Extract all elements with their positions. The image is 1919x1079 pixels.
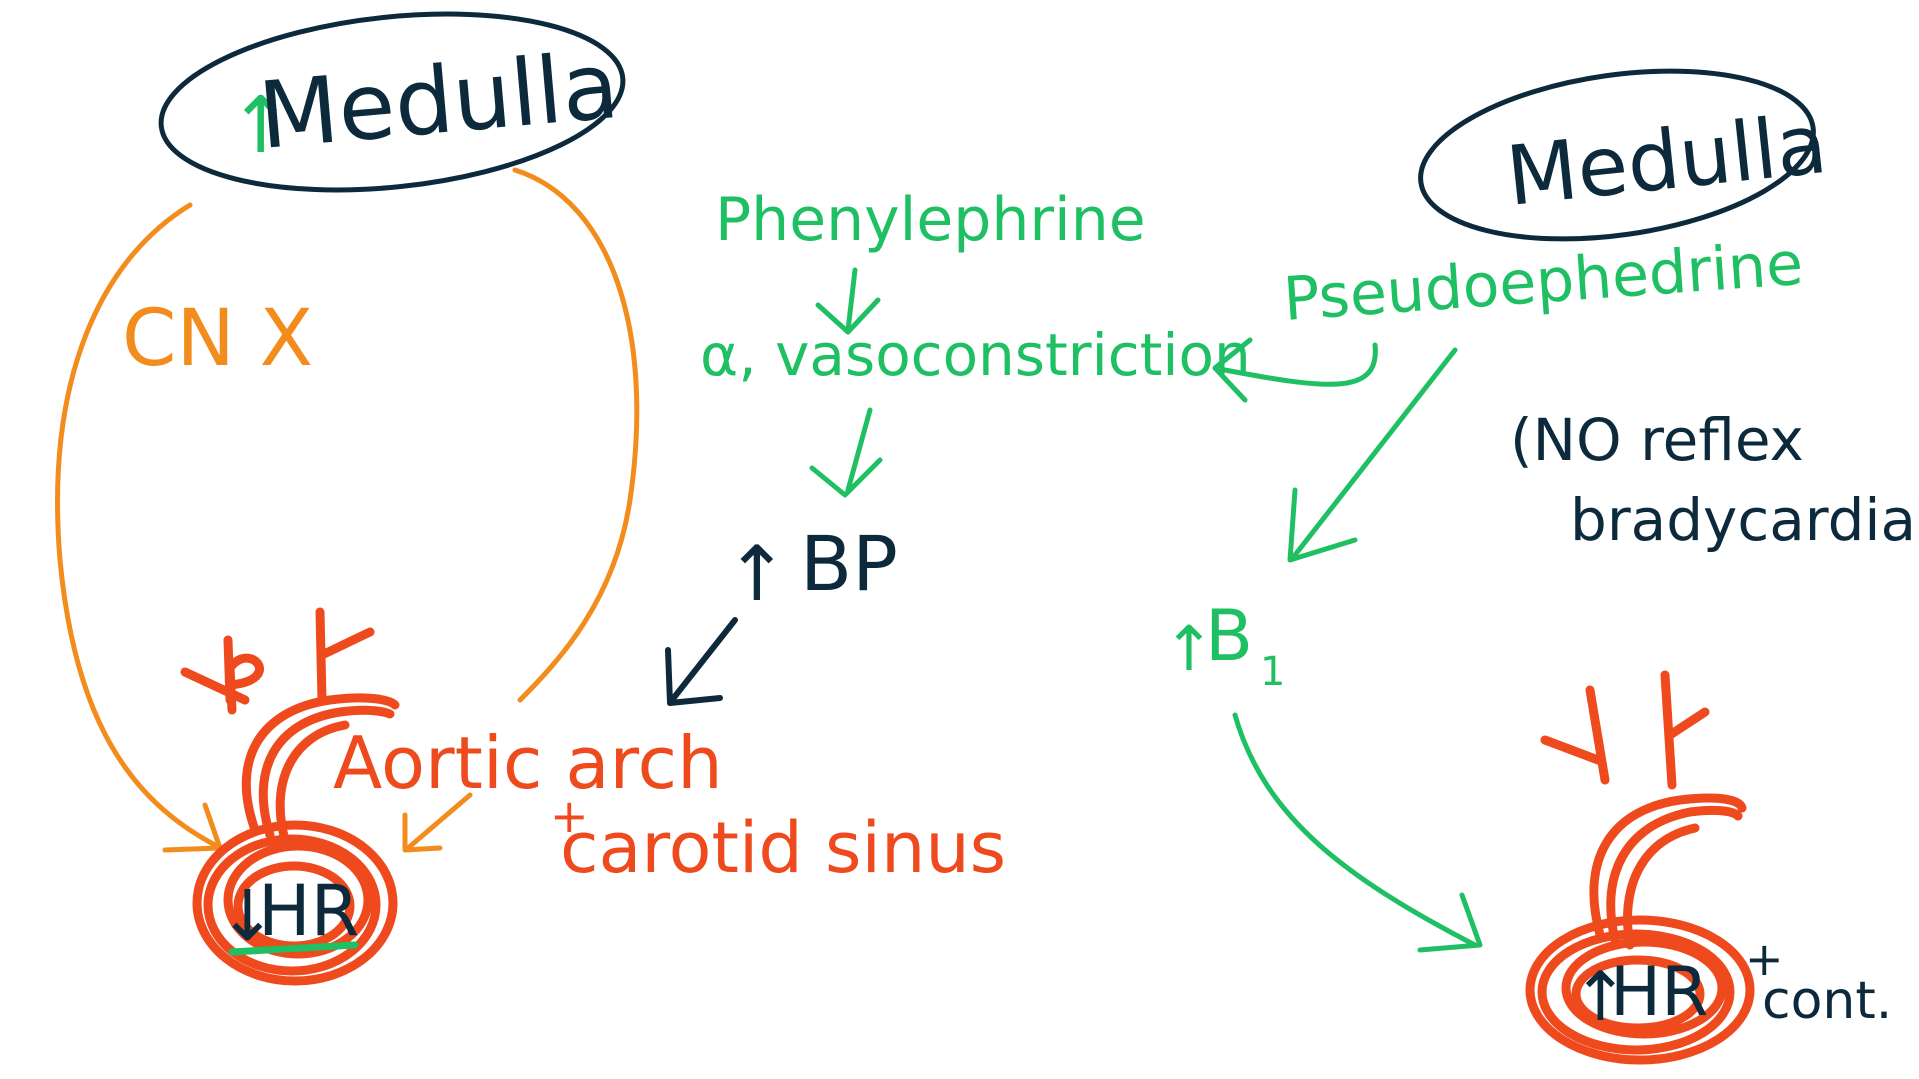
right-heart-plus: + xyxy=(1745,932,1784,986)
right-heart xyxy=(1525,915,1755,1065)
receptor-plus: + xyxy=(550,789,589,843)
left-heart xyxy=(192,820,398,986)
b1-subscript: 1 xyxy=(1260,649,1285,695)
cnx-left-arc xyxy=(55,202,218,848)
bp-to-receptors-arrow xyxy=(665,617,738,706)
note-line2: bradycardia) xyxy=(1570,486,1919,554)
pseudoephedrine-label: Pseudoephedrine xyxy=(1281,229,1805,335)
pseudoephedrine-to-b1-arrow xyxy=(1287,347,1458,563)
right-aortic-arch xyxy=(1540,670,1747,950)
left-medulla-oval xyxy=(158,11,626,193)
vasoconstriction-arrow xyxy=(809,407,883,498)
bp-label: BP xyxy=(800,519,898,608)
cnx-lower-arrowhead xyxy=(402,812,443,853)
note-line1: (NO reflex xyxy=(1510,406,1804,474)
cnx-label: CN X xyxy=(122,294,313,384)
right-heart-note: cont. xyxy=(1762,971,1892,1031)
right-medulla-label: Medulla xyxy=(1502,97,1831,225)
left-medulla-marker: ↑ xyxy=(228,81,293,171)
left-heart-marker: ↓ xyxy=(218,875,277,957)
left-heart-label: HR xyxy=(258,870,359,952)
cnx-lower-arrow xyxy=(405,792,473,851)
pseudoephedrine-to-vaso-arrow xyxy=(1212,337,1378,403)
left-heart-underline xyxy=(228,941,359,956)
b1-to-heart-arrow xyxy=(1232,712,1483,953)
left-medulla-label: Medulla xyxy=(255,32,623,170)
carotid-sinus-label: carotid sinus xyxy=(560,807,1006,889)
right-heart-label: HR xyxy=(1610,953,1708,1032)
bp-marker: ↑ xyxy=(725,529,789,618)
b1-marker: ↑ xyxy=(1163,612,1215,685)
vasoconstriction-label: α, vasoconstriction xyxy=(700,321,1251,389)
phenylephrine-arrow xyxy=(815,267,881,335)
right-heart-marker: ↑ xyxy=(1572,958,1629,1037)
aortic-arch-label: Aortic arch xyxy=(333,721,723,805)
b1-label: B xyxy=(1205,595,1253,677)
phenylephrine-label: Phenylephrine xyxy=(715,185,1146,255)
cnx-right-arc xyxy=(512,167,640,703)
right-medulla-oval xyxy=(1418,68,1816,242)
